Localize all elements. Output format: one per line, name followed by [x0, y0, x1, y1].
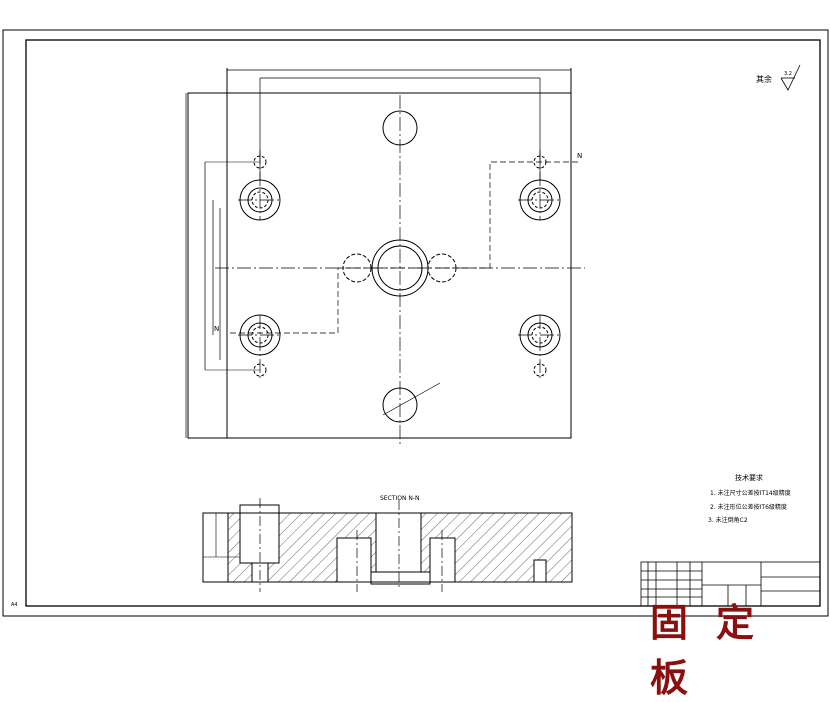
plan-view [185, 68, 585, 447]
section-label: SECTION N-N [380, 495, 419, 502]
cad-drawing: SECTION N-N N N 其余 3.2 技术要求 1. 未注尺寸公差按IT… [2, 29, 829, 617]
sheet-size: A4 [11, 602, 18, 608]
svg-text:2. 未注形位公差按IT6级精度: 2. 未注形位公差按IT6级精度 [710, 503, 787, 511]
title-block [640, 561, 821, 607]
svg-text:3. 未注倒角C2: 3. 未注倒角C2 [708, 516, 748, 524]
roughness-symbol [780, 64, 801, 91]
tech-requirements: 技术要求 1. 未注尺寸公差按IT14级精度 2. 未注形位公差按IT6级精度 … [708, 473, 791, 524]
section-marker-left: N [214, 325, 219, 333]
watermark-title: 固定板 [650, 600, 783, 700]
roughness-note: 其余 [756, 74, 772, 84]
svg-text:技术要求: 技术要求 [735, 473, 763, 482]
section-view [202, 498, 573, 592]
section-marker-top: N [577, 152, 582, 160]
svg-text:1. 未注尺寸公差按IT14级精度: 1. 未注尺寸公差按IT14级精度 [710, 489, 791, 497]
inner-frame [25, 39, 821, 607]
outer-border [2, 29, 829, 617]
roughness-value: 3.2 [784, 71, 792, 77]
